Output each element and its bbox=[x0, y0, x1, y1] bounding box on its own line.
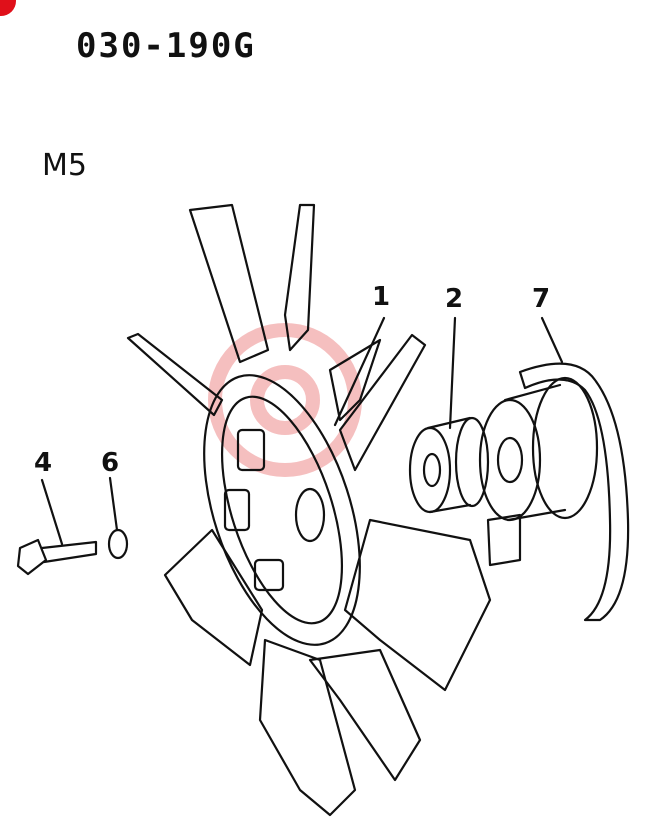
part-code-title: 030-190G bbox=[76, 26, 256, 66]
spacer-part-2-back bbox=[454, 416, 490, 508]
bolt-part-4-shaft bbox=[40, 540, 98, 564]
fan-blade-left bbox=[126, 332, 224, 417]
washer-part-6 bbox=[107, 528, 129, 560]
belt-lower-links bbox=[486, 513, 522, 567]
hub-slot bbox=[253, 558, 285, 592]
fan-blade-top-right bbox=[328, 338, 382, 422]
fan-blade-bottom-right bbox=[343, 518, 492, 692]
callout-1: 1 bbox=[372, 282, 391, 312]
hub-slot bbox=[223, 488, 251, 532]
spacer-part-2-body bbox=[426, 416, 472, 514]
fan-hub-ring bbox=[203, 374, 361, 646]
hub-slot bbox=[236, 428, 266, 472]
pump-pulley-rim bbox=[531, 376, 599, 520]
hub-center-hole bbox=[294, 487, 326, 543]
callout-7: 7 bbox=[532, 284, 551, 314]
fan-blade-right bbox=[338, 333, 427, 472]
callout-2: 2 bbox=[445, 284, 464, 314]
leader-line-7 bbox=[540, 316, 564, 364]
belt-part-7 bbox=[518, 362, 630, 622]
fan-hub-inner-ring bbox=[220, 395, 344, 625]
spacer-part-2-hole bbox=[422, 452, 442, 488]
bolt-part-4-head bbox=[16, 538, 48, 576]
fan-blade-center-bottom bbox=[308, 648, 422, 782]
fan-blade-bottom-left bbox=[163, 528, 264, 667]
callout-6: 6 bbox=[101, 448, 120, 478]
pump-pulley-hub bbox=[496, 436, 524, 484]
fan-blade-top-left bbox=[188, 203, 270, 364]
leader-line-6 bbox=[108, 476, 119, 532]
leader-line-4 bbox=[40, 478, 64, 546]
fan-blade-bottom bbox=[258, 638, 357, 817]
spacer-part-2-face bbox=[408, 426, 452, 514]
callout-4: 4 bbox=[34, 448, 53, 478]
variant-label: M5 bbox=[42, 148, 87, 183]
fan-blade-top bbox=[283, 203, 316, 352]
leader-line-1 bbox=[333, 316, 386, 427]
pump-pulley-body bbox=[503, 383, 567, 522]
leader-line-2 bbox=[448, 316, 457, 430]
